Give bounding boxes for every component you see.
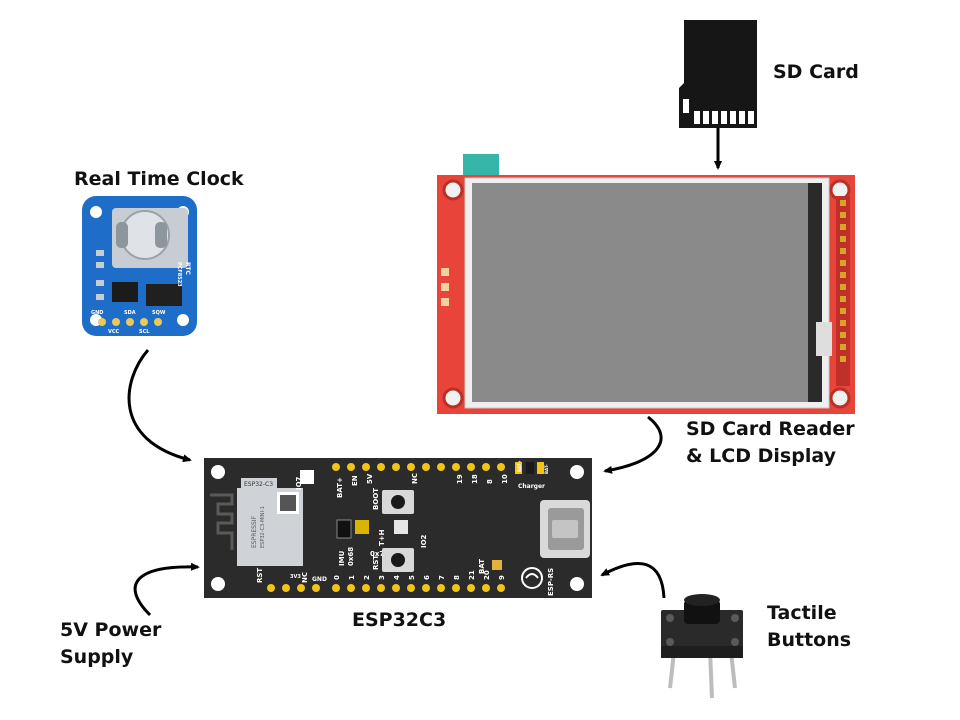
buttons-label-line2: Buttons <box>767 629 852 651</box>
rtc-chip-model: PCF8523 <box>176 262 182 287</box>
rst-edge-label: RST <box>256 568 264 583</box>
power-label-line1: 5V Power <box>60 619 162 641</box>
pin-9-label: 9 <box>498 575 506 580</box>
bat-plus-label: BAT+ <box>336 477 344 498</box>
pin-10-label: 10 <box>501 474 509 484</box>
rtc-label-text: Real Time Clock <box>74 168 244 190</box>
esp-label: ESP32C3 <box>352 607 446 634</box>
rtc-pin-gnd: GND <box>91 310 103 316</box>
3v3-label: 3V3 <box>290 574 301 580</box>
th-address: 0x70 <box>370 550 389 558</box>
nc-bottom-label: NC <box>301 572 309 583</box>
boot-label: BOOT <box>372 488 380 510</box>
esp-label-text: ESP32C3 <box>352 609 447 631</box>
pin-8-bottom-label: 8 <box>453 575 461 580</box>
buttons-label-line1: Tactile <box>767 602 837 624</box>
io2-label: IO2 <box>420 534 428 548</box>
pin-7-label: 7 <box>438 575 446 580</box>
rtc-pin-vcc: VCC <box>108 329 120 335</box>
pin-4-label: 4 <box>393 575 401 580</box>
nc-top-label: NC <box>411 473 419 484</box>
lcd-display-image <box>437 154 855 414</box>
rtc-label: Real Time Clock <box>74 166 244 193</box>
rtc-pin-sda: SDA <box>124 310 136 316</box>
imu-address: 0x68 <box>347 547 355 566</box>
en-label: EN <box>351 475 359 486</box>
rtc-arrow <box>127 349 192 463</box>
buttons-arrow <box>600 561 666 599</box>
rtc-chip-label: RTC <box>184 262 191 275</box>
sd-card-image <box>679 20 757 128</box>
sd-lcd-label-line1: SD Card Reader <box>686 418 855 440</box>
pin-20-label: 20 <box>483 570 491 580</box>
power-arrow <box>133 562 200 617</box>
pin-5-label: 5 <box>408 575 416 580</box>
charger-bat-minus: BAT- <box>544 464 549 474</box>
pin-21-label: 21 <box>468 570 476 580</box>
buttons-label: Tactile Buttons <box>767 600 851 654</box>
esp32c3-board-image: ESP32-C3 ESPRESSIF ESP32-C3-MINI-1 Charg… <box>204 458 592 598</box>
power-label: 5V Power Supply <box>60 617 161 671</box>
charger-label: Charger <box>518 483 545 490</box>
sd-card-label: SD Card <box>773 59 859 86</box>
5v-label: 5V <box>366 473 374 484</box>
pin-3-label: 3 <box>378 575 386 580</box>
pin-0-label: 0 <box>333 575 341 580</box>
charger-bat-plus: BAT+ <box>517 460 522 472</box>
power-label-line2: Supply <box>60 646 134 668</box>
th-label: T+H <box>378 529 386 546</box>
sd-card-label-text: SD Card <box>773 61 859 83</box>
module-tag: ESP32-C3 <box>244 481 273 488</box>
rst-button-label: RST <box>372 555 380 570</box>
pin-6-label: 6 <box>423 575 431 580</box>
pin-19-label: 19 <box>456 474 464 484</box>
rtc-module-image: RTC PCF8523 GND VCC SDA SCL SQW <box>82 196 197 336</box>
module-brand: ESPRESSIF <box>251 515 258 548</box>
pin-18-label: 18 <box>471 474 479 484</box>
lcd-arrow <box>603 415 663 474</box>
sd-lcd-label-line2: & LCD Display <box>686 445 836 467</box>
pin-2-label: 2 <box>363 575 371 580</box>
bat-label: BAT <box>478 559 486 574</box>
rtc-pin-scl: SCL <box>139 329 150 335</box>
pin-8-top-label: 8 <box>486 479 494 484</box>
module-model: ESP32-C3-MINI-1 <box>260 506 266 548</box>
io7-label: IO7 <box>295 476 303 490</box>
tactile-button-image <box>661 594 743 699</box>
sd-lcd-label: SD Card Reader & LCD Display <box>686 416 855 470</box>
gnd-label: GND <box>312 576 327 583</box>
pin-1-label: 1 <box>348 575 356 580</box>
rtc-pin-sqw: SQW <box>152 310 166 316</box>
imu-label: IMU <box>338 550 346 566</box>
esp-rs-label: ESP-RS <box>547 568 555 596</box>
